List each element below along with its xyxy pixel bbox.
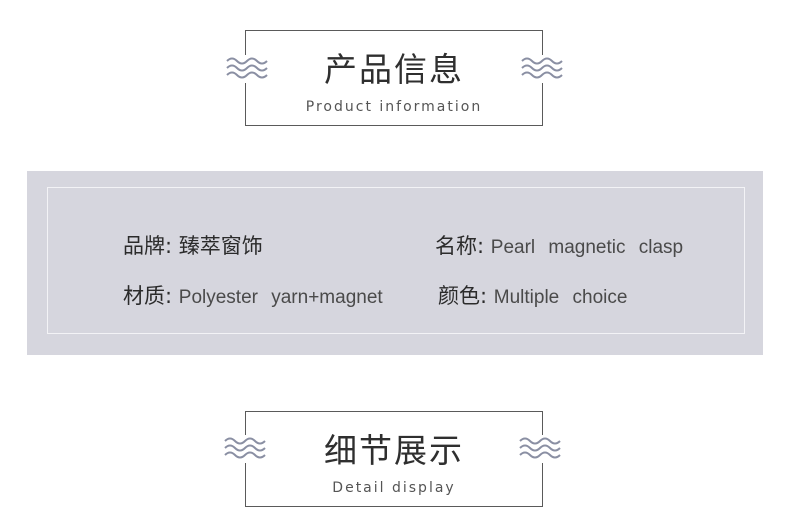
brand-label: 品牌:	[123, 234, 173, 258]
material-label: 材质:	[123, 284, 173, 308]
color-value: Multiple choice	[493, 287, 628, 308]
wave-lines-icon	[223, 435, 269, 463]
product-info-title-cn: 产品信息	[324, 50, 464, 89]
color-label: 颜色:	[438, 284, 488, 308]
color-row: 颜色: Multiple choice	[438, 280, 627, 310]
detail-display-title-en: Detail display	[332, 480, 456, 496]
name-value: Pearl magnetic clasp	[490, 237, 684, 258]
name-label: 名称:	[435, 234, 485, 258]
brand-value: 臻萃窗饰	[178, 234, 263, 258]
product-info-heading: 产品信息 Product information	[245, 30, 543, 126]
wave-lines-icon	[225, 55, 271, 83]
material-row: 材质: Polyester yarn+magnet	[123, 280, 383, 310]
product-info-panel: 品牌: 臻萃窗饰 名称: Pearl magnetic clasp 材质: Po…	[27, 171, 763, 355]
wave-lines-icon	[520, 55, 566, 83]
product-info-frame	[47, 187, 745, 334]
product-info-title-en: Product information	[305, 99, 483, 115]
detail-display-title-cn: 细节展示	[324, 431, 464, 470]
name-row: 名称: Pearl magnetic clasp	[435, 230, 683, 260]
detail-display-heading: 细节展示 Detail display	[245, 411, 543, 507]
material-value: Polyester yarn+magnet	[178, 287, 383, 308]
brand-row: 品牌: 臻萃窗饰	[123, 230, 263, 260]
wave-lines-icon	[518, 435, 564, 463]
